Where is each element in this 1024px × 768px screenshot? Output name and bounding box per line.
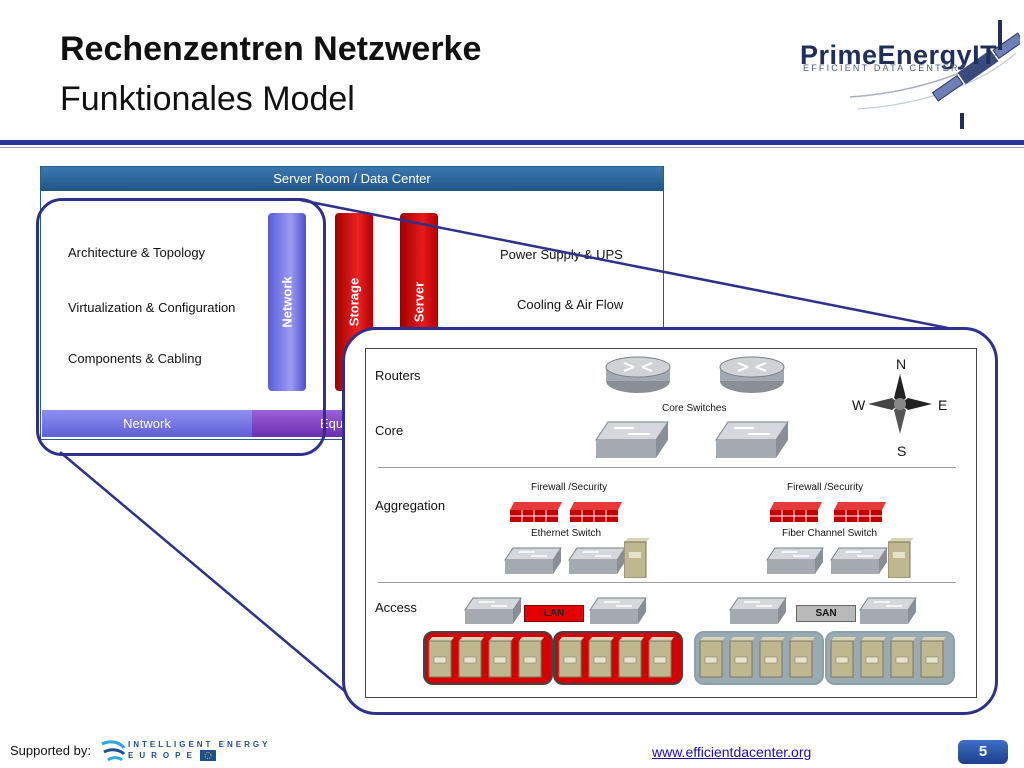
access-switch-icon <box>464 597 522 624</box>
access-switch-icon <box>859 597 917 624</box>
firewall-icon <box>570 502 622 522</box>
ethernet-switch-icon <box>504 547 562 574</box>
server-tower-icon <box>888 538 914 578</box>
cooling-label: Cooling & Air Flow <box>517 297 624 312</box>
slide-title: Rechenzentren Netzwerke <box>60 30 482 68</box>
san-badge: SAN <box>796 605 856 622</box>
firewall-icon <box>510 502 562 522</box>
firewall-icon <box>770 502 822 522</box>
page-number: 5 <box>958 740 1008 764</box>
iee-swirl-icon <box>101 740 126 762</box>
fiber-channel-switch-label: Fiber Channel Switch <box>782 528 878 539</box>
core-layer-label: Core <box>375 423 404 438</box>
website-link[interactable]: www.efficientdacenter.org <box>652 744 812 760</box>
eu-flag-icon <box>200 750 216 761</box>
router-icon <box>605 356 671 393</box>
brand-logo-text: PrimeEnergyIT <box>800 40 998 70</box>
compass-icon <box>868 374 932 434</box>
iee-logo-line2: EUROPE <box>128 751 198 760</box>
compass-north: N <box>896 356 907 372</box>
compass-west: W <box>852 397 866 413</box>
core-aggregation-separator <box>378 467 956 468</box>
network-callout-frame <box>36 198 326 456</box>
firewall-icon <box>834 502 886 522</box>
access-layer-label: Access <box>375 600 417 615</box>
access-switch-icon <box>729 597 787 624</box>
router-icon <box>719 356 785 393</box>
network-pillar: Network <box>268 213 306 391</box>
components-label: Components & Cabling <box>68 351 202 366</box>
lan-badge: LAN <box>524 605 584 622</box>
ethernet-switch-label: Ethernet Switch <box>531 528 602 539</box>
compass-east: E <box>938 397 948 413</box>
iee-logo-line1: INTELLIGENT ENERGY <box>128 740 271 749</box>
brand-logo-tagline: EFFICIENT DATA CENTERS <box>803 63 968 73</box>
aggregation-layer-label: Aggregation <box>375 498 446 513</box>
aggregation-access-separator <box>378 582 956 583</box>
network-bar: Network <box>42 410 252 437</box>
fiber-switch-icon <box>766 547 824 574</box>
firewall-label-right: Firewall /Security <box>787 482 864 493</box>
architecture-label: Architecture & Topology <box>68 245 206 260</box>
datacenter-header: Server Room / Data Center <box>41 167 663 191</box>
routers-layer-label: Routers <box>375 368 421 383</box>
virtualization-label: Virtualization & Configuration <box>68 300 236 315</box>
slide-subtitle: Funktionales Model <box>60 80 355 118</box>
core-switch-icon <box>715 421 789 458</box>
ethernet-switch-icon <box>568 547 626 574</box>
satellite-logo-icon <box>850 20 1020 129</box>
core-switches-label: Core Switches <box>662 403 727 414</box>
supported-by-label: Supported by: <box>10 743 91 758</box>
server-tower-icon <box>624 538 650 578</box>
fiber-switch-icon <box>830 547 888 574</box>
access-switch-icon <box>589 597 647 624</box>
core-switch-icon <box>595 421 669 458</box>
compass-south: S <box>897 443 907 459</box>
firewall-label-left: Firewall /Security <box>531 482 608 493</box>
header-divider-thin <box>0 147 1024 148</box>
header-divider <box>0 140 1024 145</box>
